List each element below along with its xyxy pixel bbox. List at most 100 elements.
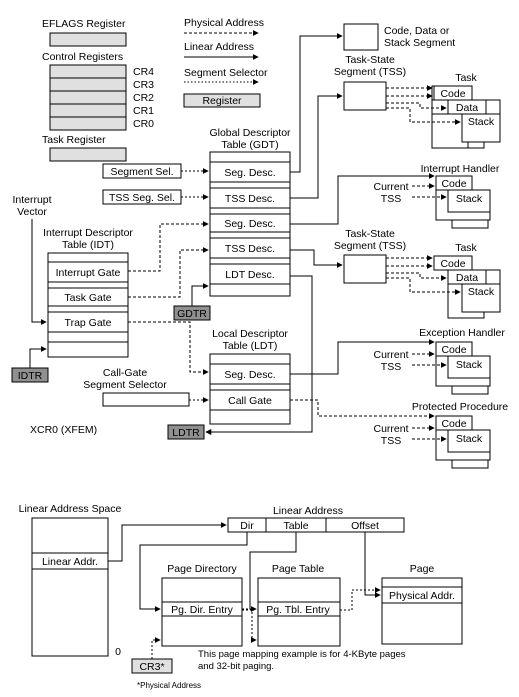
tss-top: Task-State Segment (TSS) Task Code Data … <box>290 54 501 199</box>
legend-segment-selector: Segment Selector <box>184 67 268 79</box>
cr2-label: CR2 <box>133 92 154 104</box>
gdt-entry-tss-desc-2: TSS Desc. <box>225 243 275 255</box>
cr1-label: CR1 <box>133 105 154 117</box>
ih-code: Code <box>441 178 466 190</box>
task1-stack-box <box>461 113 501 143</box>
ih-current: Current <box>373 181 408 193</box>
idtr-arrow <box>29 346 47 368</box>
ldtr-register <box>167 424 205 440</box>
gdt-seg-to-interrupt-handler <box>290 173 435 225</box>
cr3-arrow <box>151 637 161 659</box>
gdt: Global Descriptor Table (GDT) Seg. Desc.… <box>173 127 291 321</box>
registers: EFLAGS Register Control Registers CR4 CR… <box>30 18 154 436</box>
eh-tss: TSS <box>381 361 401 373</box>
idt-interrupt-gate: Interrupt Gate <box>56 267 121 279</box>
ldt-call-gate: Call Gate <box>228 395 272 407</box>
pp-tss: TSS <box>381 435 401 447</box>
protected-procedure: Protected Procedure Code Stack Current T… <box>290 399 508 469</box>
footnote-physical-address: *Physical Address <box>137 681 201 690</box>
ldt-desc-to-ldtr-arrow <box>205 275 313 435</box>
gdt-title-2: Table (GDT) <box>221 139 278 151</box>
segment-sel-label: Segment Sel. <box>110 166 173 178</box>
eh-stack: Stack <box>456 359 483 371</box>
idt-table <box>47 252 129 358</box>
idt-trap-gate: Trap Gate <box>65 317 112 329</box>
tss-seg-sel-label: TSS Seg. Sel. <box>109 192 175 204</box>
linear-addr-arrow <box>108 522 227 562</box>
control-register-stack <box>49 64 127 131</box>
code-data-stack-2: Stack Segment <box>384 37 455 49</box>
task1-stack: Stack <box>468 116 495 128</box>
page-box <box>381 577 463 645</box>
xcr0-label: XCR0 (XFEM) <box>30 424 97 436</box>
task-register <box>49 147 127 162</box>
pg-tbl-entry: Pg. Tbl. Entry <box>266 604 330 616</box>
call-gate-selector-box <box>102 392 190 407</box>
page-table-title: Page Table <box>272 563 325 575</box>
ih-stack: Stack <box>456 193 483 205</box>
gdt-entry-seg-desc-2: Seg. Desc. <box>224 218 275 230</box>
cr4-label: CR4 <box>133 66 154 78</box>
task2-code: Code <box>440 258 465 270</box>
interrupt-gate-to-gdt <box>128 221 209 272</box>
pg-dir-entry: Pg. Dir. Entry <box>171 604 234 616</box>
tss-mid-box <box>343 254 387 284</box>
page-directory-box <box>161 577 243 647</box>
paging-note-2: and 32-bit paging. <box>198 661 274 672</box>
code-data-stack-segment: Code, Data or Stack Segment <box>290 23 455 173</box>
interrupt-handler-title: Interrupt Handler <box>421 163 500 175</box>
task2-title: Task <box>455 242 477 254</box>
gdt-entry-ldt-desc: LDT Desc. <box>225 269 274 281</box>
interrupt-vector-2: Vector <box>17 206 47 218</box>
interrupt-handler: Interrupt Handler Code Stack Current TSS <box>290 163 500 229</box>
task1-code: Code <box>440 88 465 100</box>
idtr-label: IDTR <box>18 370 43 382</box>
pp-current: Current <box>373 423 408 435</box>
code-data-stack-1: Code, Data or <box>384 25 450 37</box>
field-table: Table <box>283 520 308 532</box>
linear-address-space-box <box>31 517 109 657</box>
vector-arrow <box>31 219 47 325</box>
pp-stack: Stack <box>456 433 483 445</box>
pde-to-page-table <box>242 609 257 643</box>
gdt-table <box>209 151 291 297</box>
cr3-label: CR3* <box>139 661 164 673</box>
legend-physical-address: Physical Address <box>184 17 264 29</box>
ldt-title-1: Local Descriptor <box>212 328 288 340</box>
legend-register-box <box>183 93 261 108</box>
eh-code: Code <box>441 344 466 356</box>
legend: Physical Address Linear Address Segment … <box>183 17 268 108</box>
eh-stack-box <box>447 355 491 379</box>
tss-top-title-2: Segment (TSS) <box>334 66 406 78</box>
tss-top-title-1: Task-State <box>345 54 395 66</box>
pp-stack-box <box>447 429 491 453</box>
cr3-label: CR3 <box>133 79 154 91</box>
ldt-table <box>209 353 291 425</box>
interrupt-vector-1: Interrupt <box>12 194 51 206</box>
idt-task-gate: Task Gate <box>64 292 111 304</box>
task-register-label: Task Register <box>42 134 106 146</box>
task-gate-to-gdt <box>128 247 209 298</box>
task2-data: Data <box>456 272 478 284</box>
exception-handler: Exception Handler Code Stack Current TSS <box>290 327 505 395</box>
task2-stack: Stack <box>468 286 495 298</box>
trap-gate-to-ldt <box>128 321 209 375</box>
control-registers-label: Control Registers <box>42 51 123 63</box>
task1-data: Data <box>456 102 478 114</box>
gdt-entry-tss-desc-1: TSS Desc. <box>225 193 275 205</box>
tss-mid-title-2: Segment (TSS) <box>334 240 406 252</box>
tss-middle: Task-State Segment (TSS) Task Code Data … <box>290 228 501 319</box>
eh-current: Current <box>373 349 408 361</box>
gdt-seg-to-segment-arrow <box>290 33 343 173</box>
pp-code: Code <box>441 418 466 430</box>
linear-address-fields <box>227 517 405 533</box>
tss-top-box <box>343 81 387 111</box>
cr0-label: CR0 <box>133 118 154 130</box>
gdt-tss-to-tss-top <box>290 93 343 199</box>
exception-handler-title: Exception Handler <box>419 327 505 339</box>
page-directory-title: Page Directory <box>167 563 237 575</box>
call-gate-selector-2: Segment Selector <box>83 379 167 391</box>
call-gate-selector-1: Call-Gate <box>103 367 148 379</box>
legend-register: Register <box>202 95 242 107</box>
